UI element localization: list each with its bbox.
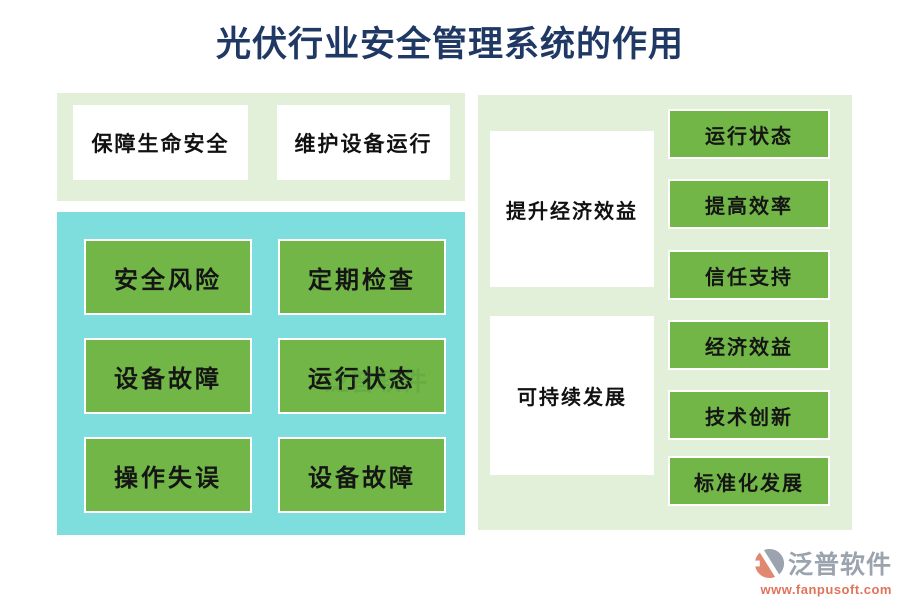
benefit-item-operating-status: 运行状态 xyxy=(668,109,830,159)
safeguards-panel: 保障生命安全 维护设备运行 xyxy=(57,93,465,201)
fanpu-logo-url: www.fanpusoft.com xyxy=(760,582,892,597)
benefit-item-trust-support: 信任支持 xyxy=(668,250,830,300)
benefit-item-standardized-development: 标准化发展 xyxy=(668,456,830,506)
risks-panel: 安全风险 定期检查 设备故障 运行状态 操作失误 设备故障 xyxy=(57,212,465,535)
safeguard-box-equipment-operation: 维护设备运行 xyxy=(277,105,450,180)
benefit-group-economic-gain: 提升经济效益 xyxy=(490,131,654,287)
risk-item-equipment-failure-2: 设备故障 xyxy=(278,437,446,513)
benefit-item-economic-benefit: 经济效益 xyxy=(668,320,830,370)
risk-item-safety-risk: 安全风险 xyxy=(84,239,252,315)
risk-item-operating-status: 运行状态 xyxy=(278,338,446,414)
benefits-panel: 提升经济效益 可持续发展 运行状态 提高效率 信任支持 经济效益 技术创新 标准… xyxy=(478,95,852,530)
fanpu-logo-icon xyxy=(752,547,785,579)
benefit-item-improve-efficiency: 提高效率 xyxy=(668,179,830,229)
risk-item-operation-error: 操作失误 xyxy=(84,437,252,513)
fanpu-logo-text: 泛普软件 xyxy=(787,551,892,579)
benefit-group-sustainable-development: 可持续发展 xyxy=(490,316,654,475)
benefit-item-technology-innovation: 技术创新 xyxy=(668,390,830,440)
fanpu-logo: 泛普软件 www.fanpusoft.com xyxy=(752,545,892,597)
risk-item-periodic-inspection: 定期检查 xyxy=(278,239,446,315)
risk-item-equipment-failure: 设备故障 xyxy=(84,338,252,414)
safeguard-box-life-safety: 保障生命安全 xyxy=(73,105,248,180)
page-title: 光伏行业安全管理系统的作用 xyxy=(215,25,684,64)
